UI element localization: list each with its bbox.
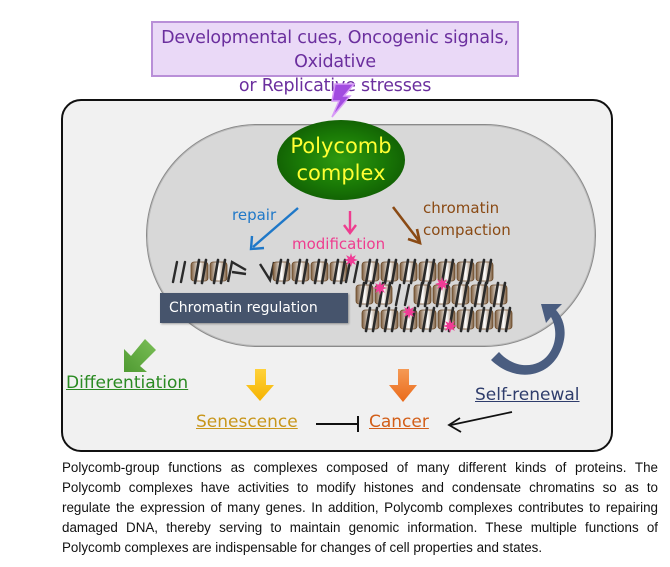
dna-strand: [179, 260, 187, 284]
stress-signals-line1: Developmental cues, Oncogenic signals, O…: [161, 28, 509, 72]
pink-star-icon: [402, 305, 416, 319]
curved-arrow-icon: [491, 304, 565, 375]
self-renewal-to-cancer-arrow: [447, 411, 513, 433]
compaction-line2: compaction: [423, 221, 511, 239]
cancer-label: Cancer: [369, 412, 429, 432]
pink-arrow-icon: [343, 211, 357, 235]
modification-label: modification: [292, 235, 386, 253]
caption-paragraph: Polycomb-group functions as complexes co…: [62, 460, 658, 555]
orange-block-arrow-icon: [389, 369, 417, 402]
dna-strand: [352, 260, 360, 284]
yellow-block-arrow-icon: [246, 369, 274, 401]
dna-strand: [403, 283, 411, 307]
polycomb-line2: complex: [296, 161, 386, 185]
stress-signals-box: Developmental cues, Oncogenic signals, O…: [151, 21, 519, 96]
differentiation-label: Differentiation: [66, 373, 189, 393]
dna-strand: [171, 260, 179, 284]
compaction-line1: chromatin: [423, 199, 500, 217]
broken-dna: [258, 261, 276, 284]
pink-star-icon: [373, 281, 387, 295]
green-block-arrow-icon: [124, 339, 156, 372]
inhibition-bar-icon: [316, 416, 359, 432]
dna-strand: [344, 260, 352, 284]
chromatin-fibers: [171, 253, 513, 333]
chromatin-compaction-label: chromatin compaction: [423, 197, 511, 241]
lightning-bolt-icon: [331, 83, 356, 118]
blue-arrow-icon: [249, 207, 299, 251]
chromatin-regulation-label: Chromatin regulation: [160, 293, 348, 323]
polycomb-line1: Polycomb: [290, 134, 392, 158]
polycomb-complex: Polycomb complex: [277, 120, 405, 200]
pink-star-icon: [443, 319, 457, 333]
self-renewal-label: Self-renewal: [475, 385, 580, 405]
dna-strand: [394, 283, 402, 307]
brown-arrow-icon: [391, 206, 422, 245]
senescence-label: Senescence: [196, 412, 298, 432]
repair-label: repair: [232, 206, 277, 224]
pink-star-icon: [344, 253, 358, 267]
broken-dna: [226, 260, 247, 283]
pink-star-icon: [435, 277, 449, 291]
